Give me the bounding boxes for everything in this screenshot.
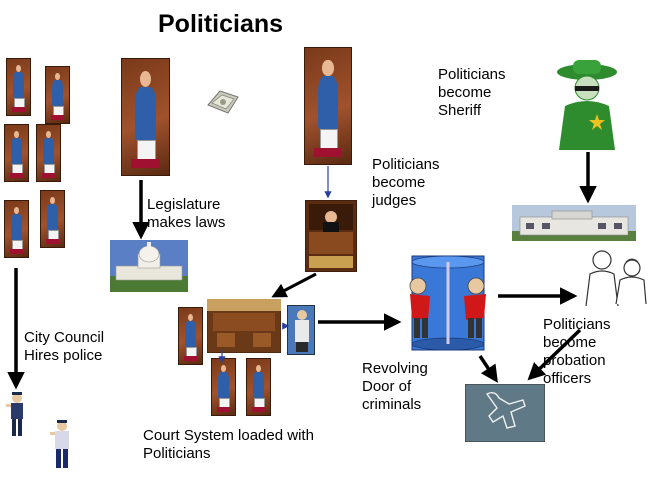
police-officer-icon <box>6 392 23 436</box>
probation-officer-icon <box>585 250 647 307</box>
politician-figure <box>36 124 61 182</box>
diagram-title: Politicians <box>158 10 284 38</box>
politician-figure <box>4 124 29 182</box>
politician-figure <box>6 58 31 116</box>
arrow-judges-to-court <box>271 272 317 298</box>
politician-figure-large <box>304 47 352 165</box>
arrow-door-to-crime-scene <box>478 355 498 383</box>
label-court-system: Court System loaded with Politicians <box>143 427 314 462</box>
politician-figure <box>246 358 271 416</box>
sheriff-icon <box>557 60 617 150</box>
crime-scene-icon <box>465 384 545 442</box>
capitol-building-icon <box>110 240 188 292</box>
label-city-council: City Council Hires police <box>24 329 105 364</box>
revolving-door-icon <box>409 255 486 351</box>
sheriff-station-icon <box>512 205 636 241</box>
politician-figure <box>40 190 65 248</box>
politician-figure-large <box>121 58 170 176</box>
label-probation: Politicians become probation officers <box>543 316 611 387</box>
judge-bench-icon <box>305 200 357 272</box>
label-sheriff: Politicians become Sheriff <box>438 66 506 119</box>
courtroom-icon <box>207 299 281 353</box>
label-judges: Politicians become judges <box>372 156 440 209</box>
politician-figure <box>211 358 236 416</box>
arrow-probation-to-crime-scene <box>527 328 582 381</box>
small-figure-tile <box>287 305 315 355</box>
label-legislature: Legislature makes laws <box>147 196 226 231</box>
politician-figure <box>178 307 203 365</box>
money-pile-icon <box>207 90 239 114</box>
police-officer-icon <box>50 420 69 468</box>
label-revolving-door: Revolving Door of criminals <box>362 360 428 413</box>
politician-figure <box>45 66 70 124</box>
politician-figure <box>4 200 29 258</box>
